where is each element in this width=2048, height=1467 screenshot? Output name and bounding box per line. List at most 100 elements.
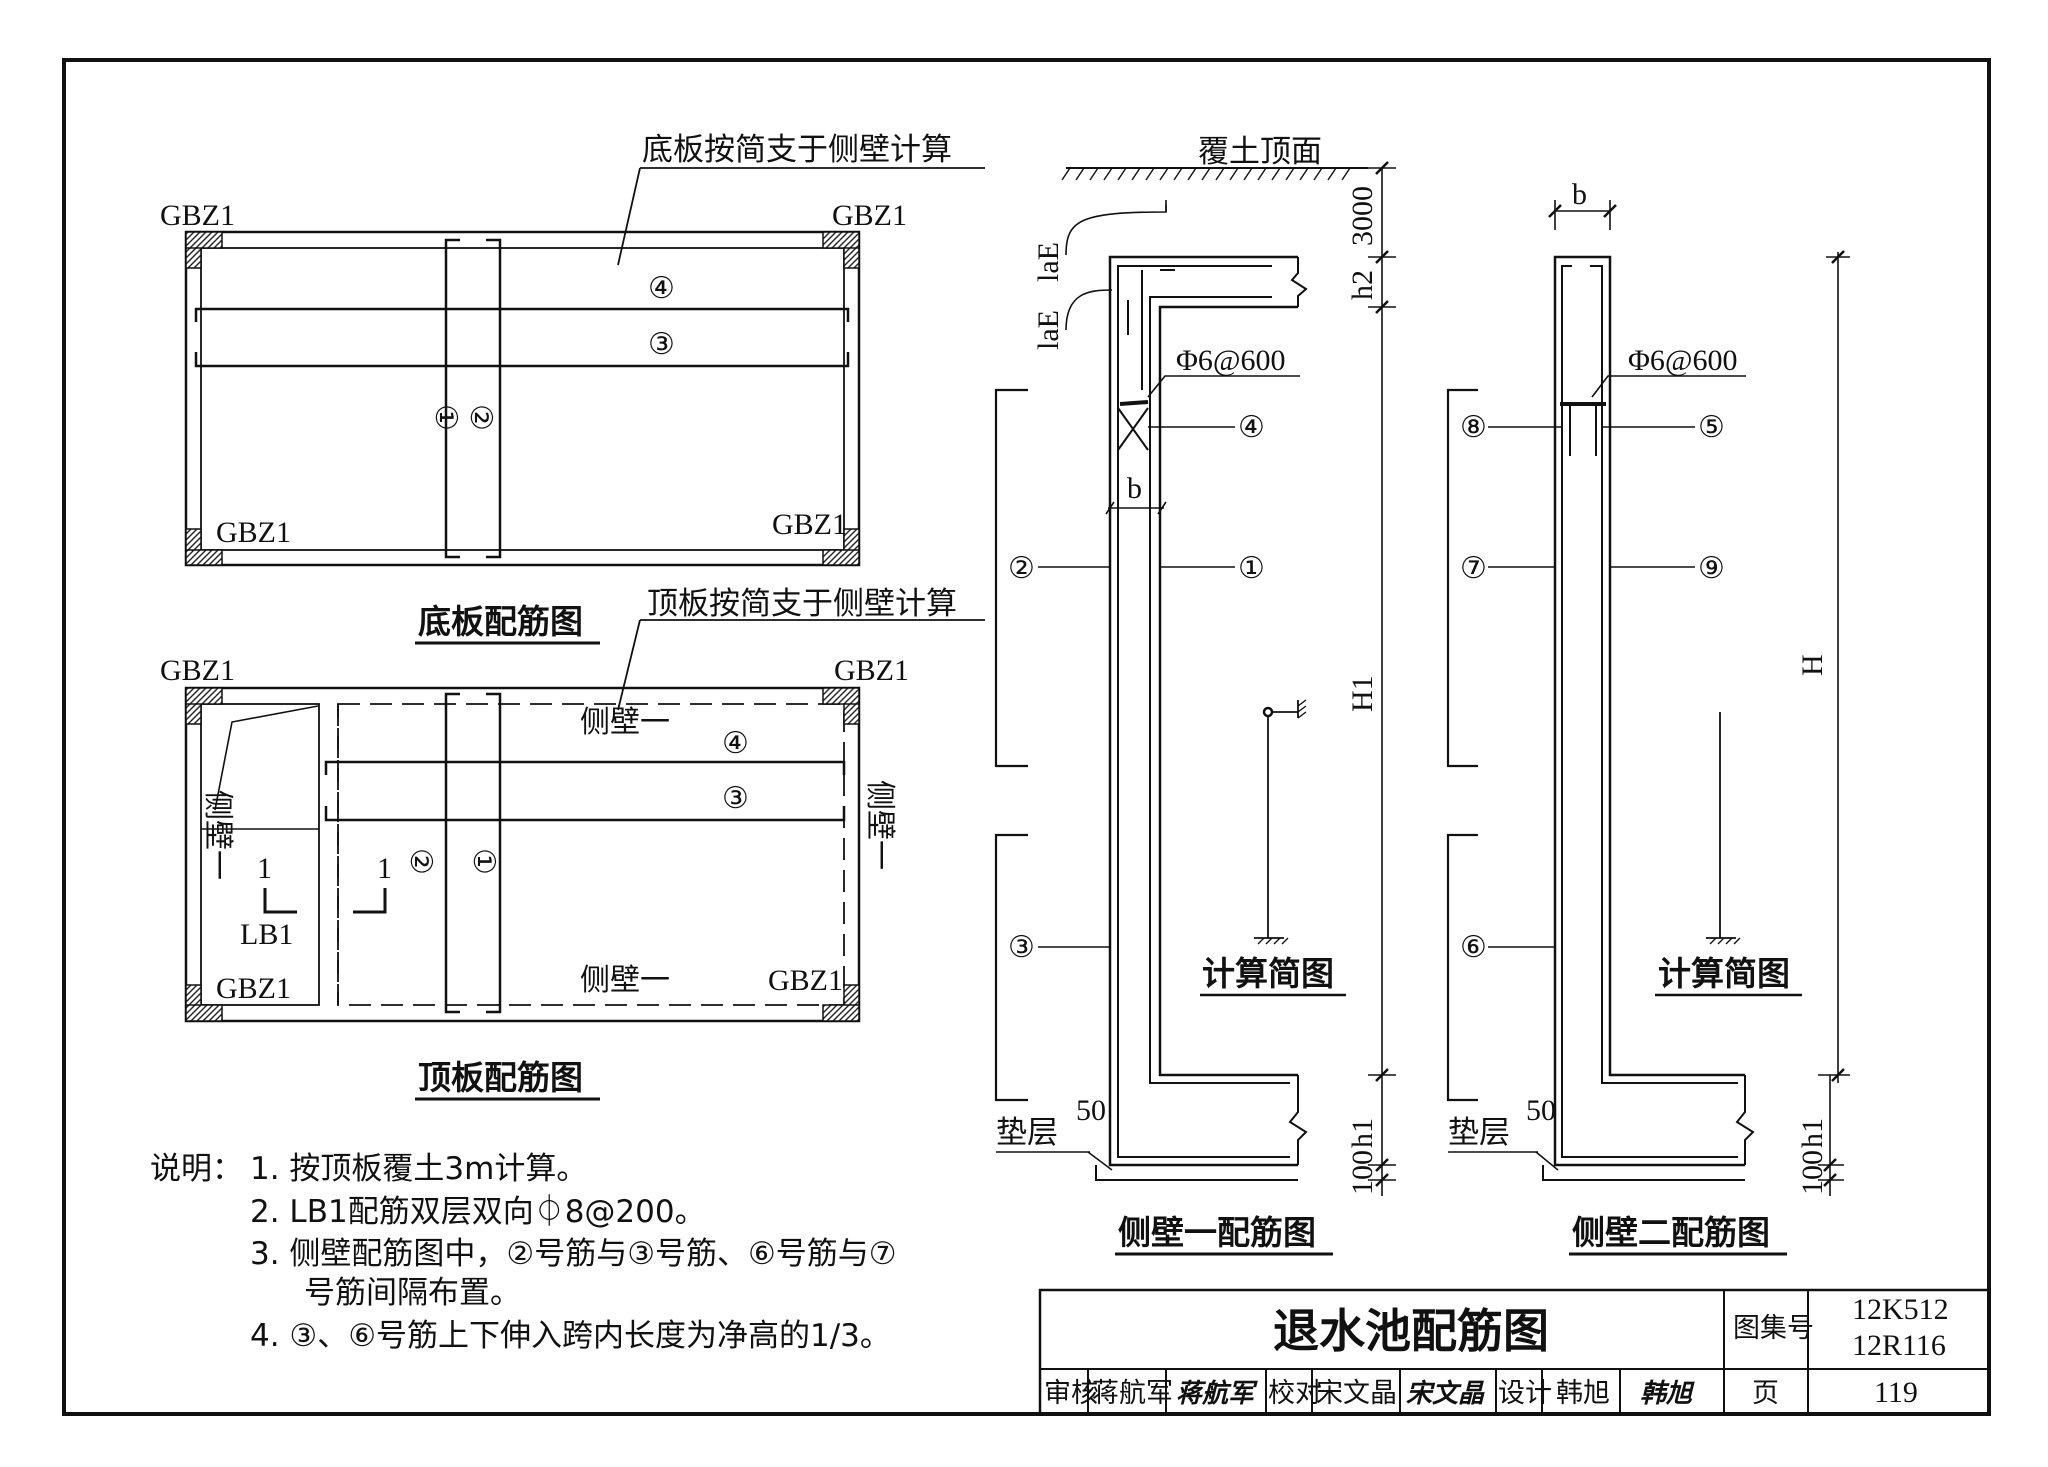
title-block xyxy=(1038,1288,1991,1416)
reviewer-signature: 蒋航军 xyxy=(1176,1379,1258,1409)
gbz1-label: GBZ1 xyxy=(768,964,843,997)
cushion-label: 垫层 xyxy=(1448,1115,1510,1151)
gbz1-column xyxy=(185,687,223,705)
side-wall-label: 侧壁一 xyxy=(862,780,897,870)
side-wall-label: 侧壁一 xyxy=(200,790,235,880)
gbz1-column xyxy=(185,1004,223,1022)
side-wall-1-caption: 侧壁一配筋图 xyxy=(1118,1213,1316,1252)
bar-1-line xyxy=(444,238,460,559)
bar-2-line xyxy=(444,692,460,1014)
gbz1-column xyxy=(185,231,223,249)
gbz1-label: GBZ1 xyxy=(834,654,909,687)
dim-100: 100 xyxy=(1346,1150,1379,1195)
atlas-number-1: 12K512 xyxy=(1852,1293,1949,1326)
bar-5-marker: ⑤ xyxy=(1698,410,1725,445)
bar-1-line xyxy=(486,692,502,1014)
soil-top-label: 覆土顶面 xyxy=(1198,134,1322,170)
bar-1-marker: ① xyxy=(428,404,463,431)
lb1-label: LB1 xyxy=(240,918,293,951)
sheet-frame xyxy=(62,58,1991,1416)
gbz1-label: GBZ1 xyxy=(216,516,291,549)
notes-heading: 说明： xyxy=(150,1151,243,1187)
section-mark xyxy=(263,888,297,914)
bottom-slab-caption: 底板配筋图 xyxy=(418,602,583,641)
section-mark xyxy=(353,888,387,914)
reviewer-name: 蒋航军 xyxy=(1092,1378,1173,1409)
dim-lae: laE xyxy=(1032,242,1065,282)
bar-4-line xyxy=(324,760,846,775)
spacer-bar-label: Φ6@600 xyxy=(1176,344,1286,377)
bottom-slab-note: 底板按简支于侧壁计算 xyxy=(642,132,952,168)
bottom-slab-plan xyxy=(184,167,985,567)
designer-signature: 韩旭 xyxy=(1640,1379,1695,1409)
dim-b: b xyxy=(1572,178,1587,211)
top-slab-caption: 顶板配筋图 xyxy=(418,1058,583,1097)
dim-lae: laE xyxy=(1032,310,1065,350)
note-1: 1. 按顶板覆土3m计算。 xyxy=(250,1151,587,1187)
cushion-label: 垫层 xyxy=(996,1115,1058,1151)
gbz1-label: GBZ1 xyxy=(160,654,235,687)
bar-4-marker: ④ xyxy=(722,726,749,761)
bar-9-marker: ⑨ xyxy=(1698,551,1725,586)
bar-2-marker: ② xyxy=(463,404,498,431)
top-slab-note: 顶板按简支于侧壁计算 xyxy=(647,586,957,622)
gbz1-column xyxy=(822,231,860,249)
page-number: 119 xyxy=(1874,1376,1918,1409)
side-wall-label: 侧壁一 xyxy=(580,963,670,998)
dim-3000: 3000 xyxy=(1346,186,1379,246)
side-wall-2-section xyxy=(1446,200,1850,1196)
gbz1-label: GBZ1 xyxy=(832,199,907,232)
checker-name: 宋文晶 xyxy=(1316,1378,1397,1409)
atlas-label: 图集号 xyxy=(1733,1313,1814,1344)
dim-100: 100 xyxy=(1796,1150,1829,1195)
bar-2-marker: ② xyxy=(403,848,438,875)
calc-diagram-label: 计算简图 xyxy=(1658,954,1790,993)
dim-H1: H1 xyxy=(1346,675,1379,712)
gbz1-label: GBZ1 xyxy=(772,508,847,541)
bar-6-marker: ⑥ xyxy=(1460,930,1487,965)
dim-h1: h1 xyxy=(1346,1118,1379,1148)
drawing-title: 退水池配筋图 xyxy=(1273,1304,1549,1358)
bar-4-marker: ④ xyxy=(1238,410,1265,445)
note-3: 3. 侧壁配筋图中，②号筋与③号筋、⑥号筋与⑦ xyxy=(250,1236,897,1272)
calc-diagram-label: 计算简图 xyxy=(1202,954,1334,993)
bar-1-marker: ① xyxy=(466,848,501,875)
gbz1-column xyxy=(822,549,860,566)
design-label: 设计 xyxy=(1498,1378,1552,1409)
section-mark-label: 1 xyxy=(257,852,272,885)
dim-h2: h2 xyxy=(1346,270,1379,300)
gbz1-column xyxy=(822,1004,860,1022)
check-label: 校对 xyxy=(1268,1378,1322,1409)
review-label: 审核 xyxy=(1044,1378,1098,1409)
note-4: 4. ③、⑥号筋上下伸入跨内长度为净高的1/3。 xyxy=(250,1318,891,1354)
section-mark-label: 1 xyxy=(377,852,392,885)
bar-2-line xyxy=(486,238,502,559)
gbz1-label: GBZ1 xyxy=(160,199,235,232)
side-wall-2-caption: 侧壁二配筋图 xyxy=(1572,1213,1770,1252)
side-wall-label: 侧壁一 xyxy=(580,705,670,740)
top-slab-plan xyxy=(184,619,985,1023)
gbz1-column xyxy=(185,549,223,566)
note-3-cont: 号筋间隔布置。 xyxy=(304,1275,521,1311)
bar-4-line xyxy=(194,307,850,322)
designer-name: 韩旭 xyxy=(1556,1378,1610,1409)
gbz1-label: GBZ1 xyxy=(216,972,291,1005)
dim-H: H xyxy=(1796,654,1829,676)
bar-3-line xyxy=(324,806,846,822)
spacer-bar-label: Φ6@600 xyxy=(1628,344,1738,377)
bar-2-marker: ② xyxy=(1008,551,1035,586)
dim-h1: h1 xyxy=(1796,1118,1829,1148)
page-label: 页 xyxy=(1752,1378,1779,1409)
bar-8-marker: ⑧ xyxy=(1460,410,1487,445)
side-wall-1-section xyxy=(994,161,1396,1196)
bar-3-marker: ③ xyxy=(722,781,749,816)
bar-1-marker: ① xyxy=(1238,551,1265,586)
dim-b: b xyxy=(1127,472,1142,505)
note-2: 2. LB1配筋双层双向⏀8@200。 xyxy=(250,1194,706,1230)
bar-3-marker: ③ xyxy=(648,327,675,362)
dim-50: 50 xyxy=(1526,1094,1556,1127)
atlas-number-2: 12R116 xyxy=(1852,1329,1946,1362)
checker-signature: 宋文晶 xyxy=(1406,1379,1485,1409)
bar-3-line xyxy=(194,352,850,368)
